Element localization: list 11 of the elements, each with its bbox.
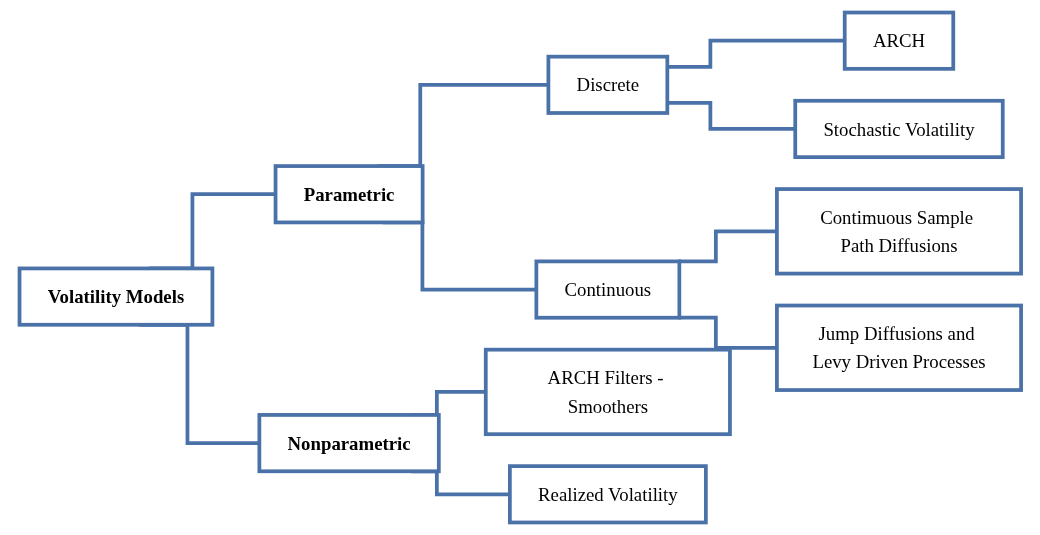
node-box: Stochastic Volatility (793, 98, 1005, 159)
node-box: ARCH Filters - Smoothers (483, 347, 732, 437)
node-box: Jump Diffusions and Levy Driven Processes (774, 303, 1023, 392)
node-box: Continuous (534, 259, 681, 320)
node-box: Parametric (273, 164, 425, 225)
node-box: Discrete (546, 54, 669, 115)
node-box: Nonparametric (257, 413, 441, 474)
node-box: Volatility Models (17, 266, 214, 327)
node-box: Contimuous Sample Path Diffusions (774, 187, 1023, 276)
node-box: Realized Volatility (507, 464, 708, 525)
node-box: ARCH (842, 10, 955, 71)
